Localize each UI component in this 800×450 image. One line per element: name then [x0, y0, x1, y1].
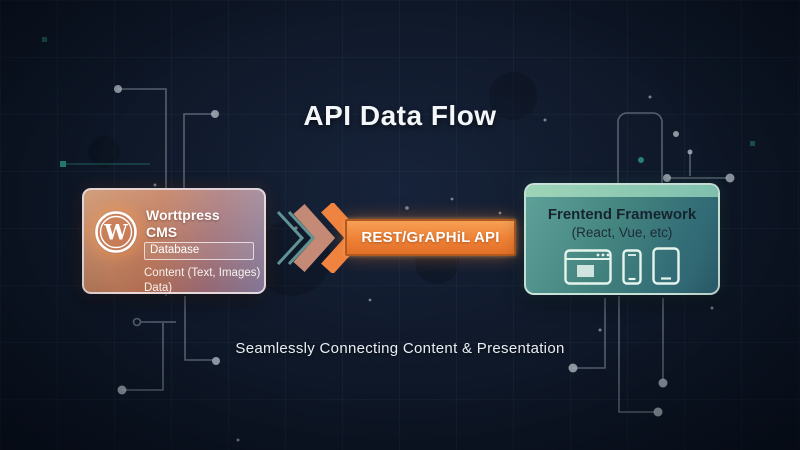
footer-caption: Seamlessly Connecting Content & Presenta…: [235, 340, 565, 357]
cms-content-line1: Content (Text, Images): [144, 267, 261, 279]
frontend-box-titlebar: [526, 185, 718, 197]
api-arrow-bar: REST/GrAPHiL API: [345, 219, 516, 256]
tablet-icon: [652, 247, 680, 285]
cms-content-text: Content (Text, Images) Data): [144, 266, 260, 295]
cms-type: CMS: [146, 224, 178, 241]
device-icons-row: [526, 247, 718, 285]
wordpress-icon: W: [95, 211, 137, 253]
api-arrow-label: REST/GrAPHiL API: [361, 229, 500, 246]
cms-box: W Worttpress CMS Database Content (Text,…: [82, 188, 266, 294]
smartphone-icon: [622, 249, 642, 285]
frontend-subtitle: (React, Vue, etc): [571, 225, 673, 240]
svg-text:W: W: [103, 220, 128, 245]
browser-window-icon: [564, 249, 612, 285]
frontend-title: Frentend Framework: [547, 206, 697, 223]
cms-box-title: Worttpress CMS: [146, 207, 220, 241]
cms-content-line2: Data): [144, 281, 173, 294]
frontend-box: Frentend Framework (React, Vue, etc): [524, 183, 720, 295]
cms-name: Worttpress: [146, 207, 220, 223]
page-title: API Data Flow: [303, 100, 497, 131]
database-field: Database: [144, 242, 254, 260]
